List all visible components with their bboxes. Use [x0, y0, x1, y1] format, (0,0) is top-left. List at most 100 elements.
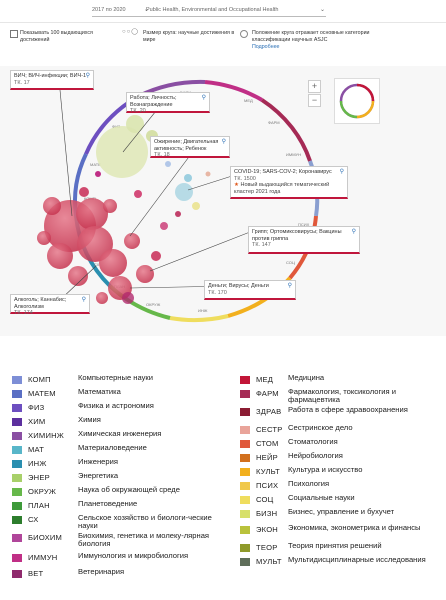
pin-icon[interactable]: ⚲ [339, 169, 344, 175]
callout-leaders [59, 89, 251, 301]
topic-dropdown[interactable]: Public Health, Environmental and Occupat… [146, 4, 326, 17]
legend-abbr: БИЗН [256, 509, 278, 518]
callout-money[interactable]: Деньги; Вирусы; Деньги ТК. 170 ⚲ [204, 280, 296, 300]
callout-work[interactable]: Работа; Личность; Вознаграждение ТК. 20 … [126, 92, 210, 115]
legend-abbr: ТЕОР [256, 543, 278, 552]
callout-title: Грипп; Ортомиксовирусы; Вакцины против г… [252, 229, 342, 242]
legend-abbr: БИОХИМ [28, 533, 63, 542]
ring-label: МЕД [244, 98, 253, 103]
legend-row: СОЦ Социальные науки [240, 493, 440, 508]
legend-name: Наука об окружающей среде [78, 485, 180, 494]
legend-swatch [12, 516, 22, 524]
callout-sub: ТК. 170 [208, 289, 227, 296]
callout-note: Новый выдающийся тематический кластер 20… [234, 182, 330, 195]
legend-swatch [12, 474, 22, 482]
legend-abbr: СХ [28, 515, 39, 524]
legend-name: Компьютерные науки [78, 373, 153, 382]
legend-name: Фармакология, токсикология и фармацевтик… [288, 387, 396, 405]
position-legend-label: Положение круга отражает основные катего… [252, 30, 370, 43]
legend-abbr: КУЛЬТ [256, 467, 280, 476]
pin-icon[interactable]: ⚲ [287, 283, 292, 289]
callout-sub: ТК. 20 [130, 108, 146, 115]
chevron-down-icon: ⌄ [319, 7, 325, 13]
legend-swatch [240, 496, 250, 504]
legend-abbr: ПСИХ [256, 481, 279, 490]
legend-abbr: НЕЙР [256, 453, 278, 462]
zoom-out-button[interactable]: − [308, 94, 321, 107]
topic-cluster-map[interactable]: БИОХ МЕД ФАРМ ИММУН ЗДРАВ ПСИХ СОЦ ЭКОН … [0, 66, 446, 336]
legend-swatch [240, 482, 250, 490]
legend-swatch [12, 390, 22, 398]
legend-name: Биохимия, генетика и молеку-лярная биоло… [78, 531, 210, 549]
legend-name: Мультидисциплинарные исследования [288, 555, 426, 564]
legend-name: Ветеринария [78, 567, 125, 576]
callout-title: Алкоголь; Каннабис; Алкоголизм [14, 297, 67, 310]
ring-label: ФИЗ [112, 124, 121, 129]
legend-row: ПЛАН Планетоведение [12, 499, 232, 514]
pin-icon[interactable]: ⚲ [85, 73, 90, 79]
callout-covid[interactable]: COVID-19; SARS-COV-2; Коронавирус ТК. 15… [230, 166, 348, 199]
legend-swatch [240, 510, 250, 518]
ring-position-icon [240, 30, 248, 38]
ring-label: ИНЖ [198, 308, 208, 313]
callout-alcohol[interactable]: Алкоголь; Каннабис; Алкоголизм ТК. 174 ⚲ [10, 294, 90, 316]
zoom-in-button[interactable]: + [308, 80, 321, 93]
callout-influenza[interactable]: Грипп; Ортомиксовирусы; Вакцины против г… [248, 226, 360, 254]
legend-name: Сестринское дело [288, 423, 353, 432]
legend-abbr: СОЦ [256, 495, 274, 504]
legend-name: Планетоведение [78, 499, 138, 508]
overview-minimap[interactable] [334, 78, 380, 124]
legend-swatch [12, 534, 22, 542]
legend-abbr: ПЛАН [28, 501, 50, 510]
callout-sub: ТК. 147 [252, 242, 271, 249]
legend-abbr: ХИМИНЖ [28, 431, 65, 440]
legend-name: Экономика, эконометрика и финансы [288, 523, 421, 532]
legend-name: Иммунология и микробиология [78, 551, 189, 560]
year-range-dropdown[interactable]: 2017 по 2020 ⌄ [92, 4, 150, 17]
more-link[interactable]: Подробнее [252, 44, 280, 50]
topic-bubbles[interactable] [37, 115, 211, 304]
legend-row: ФАРМ Фармакология, токсикология и фармаце… [240, 387, 440, 404]
ring-label: СОЦ [286, 260, 295, 265]
legend-name: Сельское хозяйство и биологи-ческие наук… [78, 513, 212, 531]
legend-swatch [240, 408, 250, 416]
callout-title: Работа; Личность; Вознаграждение [130, 95, 177, 108]
pin-icon[interactable]: ⚲ [81, 297, 86, 303]
legend-abbr: ЭНЕР [28, 473, 50, 482]
pin-icon[interactable]: ⚲ [221, 139, 226, 145]
legend-name: Химия [78, 415, 101, 424]
show-top-checkbox[interactable] [10, 30, 18, 38]
legend-abbr: МЕД [256, 375, 274, 384]
legend-swatch [12, 376, 22, 384]
legend-row: МУЛЬТ Мультидисциплинарные исследования [240, 555, 440, 570]
legend-name: Бизнес, управление и бухучет [288, 507, 395, 516]
callout-title: Ожирение; Двигательная активность; Ребен… [154, 139, 219, 152]
callout-sub: ТК. 18 [154, 152, 170, 159]
legend-swatch [240, 390, 250, 398]
ring-label: ИММУН [286, 152, 301, 157]
pin-icon[interactable]: ⚲ [351, 229, 356, 235]
legend-swatch [12, 488, 22, 496]
legend-abbr: МУЛЬТ [256, 557, 282, 566]
pin-icon[interactable]: ⚲ [201, 95, 206, 101]
size-legend-label: Размер круга: научные достижения в мире [143, 30, 235, 43]
callout-title: COVID-19; SARS-COV-2; Коронавирус [234, 169, 332, 175]
legend-name: Социальные науки [288, 493, 355, 502]
legend-abbr: ЗДРАВ [256, 407, 282, 416]
legend-abbr: ФАРМ [256, 389, 279, 398]
topic-value: Public Health, Environmental and Occupat… [146, 7, 279, 13]
callout-obesity[interactable]: Ожирение; Двигательная активность; Ребен… [150, 136, 230, 158]
callout-hiv[interactable]: ВИЧ; ВИЧ-инфекции; ВИЧ-1 ТК. 17 ⚲ [10, 70, 94, 90]
legend-swatch [12, 446, 22, 454]
